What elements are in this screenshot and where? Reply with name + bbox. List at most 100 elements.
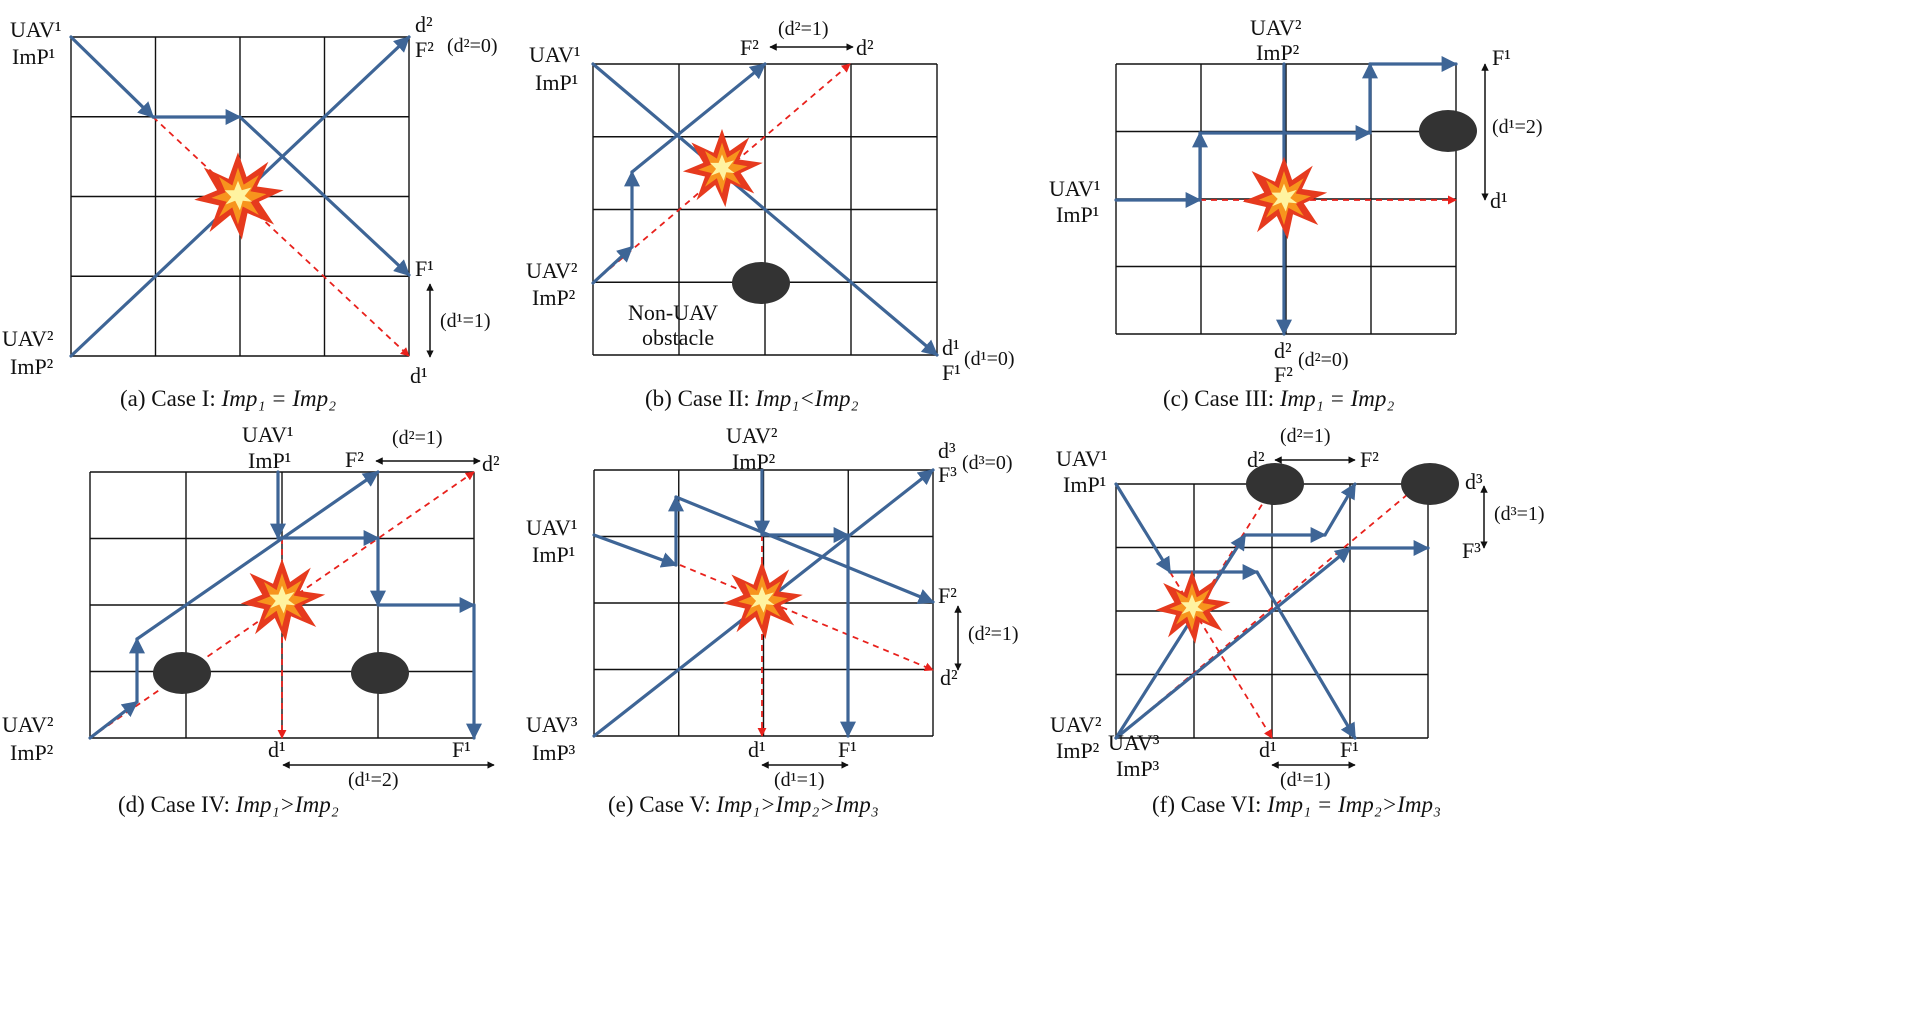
collision-explosion-icon (1155, 570, 1231, 644)
imp1-label: ImP¹ (1063, 472, 1106, 497)
destination-2-label: d² (415, 12, 433, 37)
imp2-label: ImP² (532, 285, 576, 310)
uav1-path (591, 62, 939, 357)
distance-2-label: (d²=1) (778, 18, 829, 40)
imp1-label: ImP¹ (1056, 202, 1099, 227)
imp1-label: ImP¹ (12, 44, 55, 69)
uav2-path (592, 495, 935, 604)
non-uav-obstacle (153, 652, 211, 694)
uav1-path (754, 468, 856, 738)
distance-2-label: (d²=0) (447, 35, 498, 57)
uav1-label: UAV¹ (1049, 176, 1100, 201)
uav1-path-segment (69, 35, 155, 119)
uav2-label: UAV² (2, 326, 54, 351)
final-3-label: F³ (938, 462, 957, 487)
destination-1-label: d¹ (1490, 188, 1508, 213)
distance-2-label: (d²=0) (1298, 349, 1349, 371)
uav2-path-segment (88, 700, 139, 740)
uav1-path-segment (1114, 482, 1172, 574)
uav2-path-segment (1114, 533, 1247, 740)
final-1-label: F¹ (1340, 737, 1359, 762)
uav1-label: UAV¹ (242, 422, 293, 447)
final-1-label: F¹ (838, 737, 857, 762)
final-2-label: F² (415, 37, 434, 62)
destination-3-label: d³ (938, 438, 956, 463)
uav2-path-segment (135, 470, 380, 641)
uav2-path-segment (1323, 482, 1357, 537)
uav1-path-segment (238, 115, 411, 277)
destination-2-label: d² (482, 451, 500, 476)
non-uav-obstacle (1419, 110, 1477, 152)
uav1-label: UAV¹ (10, 17, 61, 42)
imp2-label: ImP² (1056, 738, 1100, 763)
panel-caption: (c) Case III: Imp₁ = Imp₂ (1163, 386, 1394, 411)
uav2-path-segment (630, 62, 767, 174)
destination-1-label: d¹ (1259, 737, 1277, 762)
uav1-path (69, 35, 411, 277)
final-3-label: F³ (1462, 538, 1481, 563)
distance-1-label: (d¹=2) (1492, 116, 1543, 138)
final-2-label: F² (938, 583, 957, 608)
panel-a-grid (70, 36, 410, 357)
imp2-label: ImP² (10, 740, 54, 765)
uav1-path (270, 470, 482, 740)
uav2-label: UAV² (726, 423, 778, 448)
obstacle-label-line1: Non-UAV (628, 300, 718, 325)
uav1-path (1114, 482, 1357, 740)
distance-2-label: (d²=1) (968, 623, 1019, 645)
collision-explosion-icon (240, 558, 326, 642)
imp1-label: ImP¹ (535, 70, 578, 95)
uav1-label: UAV¹ (526, 515, 577, 540)
uav3-path (1114, 540, 1430, 740)
uav1-path-segment (1255, 570, 1357, 740)
distance-1-label: (d¹=1) (774, 769, 825, 791)
uav1-label: UAV¹ (1056, 446, 1107, 471)
collision-explosion-icon (1242, 156, 1328, 240)
collision-path (152, 116, 410, 357)
uav3-label: UAV³ (526, 712, 578, 737)
imp3-label: ImP³ (1116, 756, 1160, 781)
uav2-path-segment (674, 495, 935, 604)
final-2-label: F² (1360, 447, 1379, 472)
destination-2-label: d² (856, 35, 874, 60)
destination-1-label: d¹ (748, 737, 766, 762)
imp2-label: ImP² (10, 354, 54, 379)
distance-2-label: (d²=1) (1280, 425, 1331, 447)
uav3-path-segment (1114, 546, 1352, 740)
distance-1-label: (d¹=1) (440, 310, 491, 332)
distance-1-label: (d¹=2) (348, 769, 399, 791)
non-uav-obstacle (1246, 463, 1304, 505)
distance-1-label: (d¹=1) (1280, 769, 1331, 791)
uav2-path (1114, 482, 1357, 740)
final-2-label: F² (1274, 362, 1293, 387)
destination-2-label: d² (1247, 447, 1265, 472)
uav2-path (591, 62, 767, 285)
final-1-label: F¹ (1492, 45, 1511, 70)
final-2-label: F² (740, 35, 759, 60)
non-uav-obstacle (732, 262, 790, 304)
panel-caption: (b) Case II: Imp₁<Imp₂ (645, 386, 859, 411)
imp1-label: ImP¹ (532, 542, 575, 567)
collision-path-2 (679, 564, 934, 672)
panel-caption: (e) Case V: Imp₁>Imp₂>Imp₃ (608, 792, 879, 817)
panel-caption: (d) Case IV: Imp₁>Imp₂ (118, 792, 339, 817)
uav2-path-segment (592, 533, 678, 568)
distance-3-label: (d³=1) (1494, 503, 1545, 525)
non-uav-obstacle (1401, 463, 1459, 505)
uav2-path-segment (591, 245, 634, 285)
uav2-label: UAV² (526, 258, 578, 283)
destination-3-label: d³ (1465, 469, 1483, 494)
uav2-path (88, 470, 380, 740)
panel-a: UAV¹ImP¹UAV²ImP²d²F²(d²=0)F¹(d¹=1)d¹(a) … (2, 12, 498, 411)
destination-2-label: d² (1274, 338, 1292, 363)
final-1-label: F¹ (942, 360, 961, 385)
uav1-path-segment (591, 62, 939, 357)
uav3-label: UAV³ (1108, 730, 1160, 755)
uav2-label: UAV² (1250, 15, 1302, 40)
